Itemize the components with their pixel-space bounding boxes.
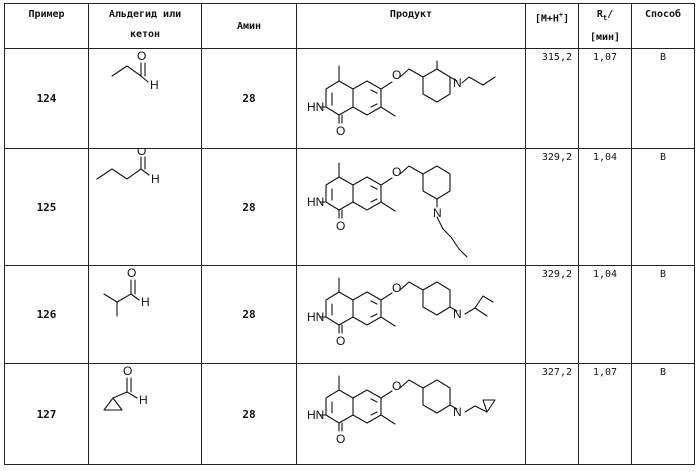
header-rt: Rt/ [мин]	[579, 4, 632, 49]
amine-number: 28	[202, 149, 297, 266]
svg-text:HN: HN	[307, 195, 324, 209]
svg-text:H: H	[151, 172, 160, 186]
svg-text:O: O	[392, 379, 401, 393]
header-mz: [M+H+]	[526, 4, 579, 49]
svg-text:HN: HN	[307, 310, 324, 324]
svg-text:O: O	[392, 281, 401, 295]
retention-time: 1,04	[579, 149, 632, 266]
isobutyraldehyde-structure: O H	[89, 266, 201, 362]
product-structure-127: O N HN O	[297, 364, 525, 463]
svg-text:HN: HN	[307, 408, 324, 422]
svg-text:H: H	[150, 78, 159, 92]
table-row: 124 O H 28 O N HN O 315,2 1,07	[5, 49, 695, 149]
propanal-structure: O H	[89, 49, 201, 147]
mass-value: 315,2	[526, 49, 579, 149]
svg-text:H: H	[139, 393, 148, 407]
svg-text:O: O	[392, 165, 401, 179]
svg-text:O: O	[123, 364, 132, 378]
svg-text:O: O	[137, 149, 146, 158]
product-structure: O N HN O	[297, 266, 526, 364]
example-number: 125	[5, 149, 89, 266]
header-aldehyde: Альдегид иликетон	[89, 4, 202, 49]
method-code: B	[632, 266, 695, 364]
product-structure: O N HN O	[297, 364, 526, 465]
svg-text:O: O	[336, 432, 345, 446]
svg-text:H: H	[141, 295, 150, 309]
header-method: Способ	[632, 4, 695, 49]
svg-text:O: O	[336, 334, 345, 348]
example-number: 127	[5, 364, 89, 465]
product-structure-124: O N HN O	[297, 49, 525, 147]
product-structure-126: O N HN O	[297, 266, 525, 362]
product-structure: O N HN O	[297, 149, 526, 266]
amine-number: 28	[202, 49, 297, 149]
method-code: B	[632, 364, 695, 465]
compound-table: Пример Альдегид иликетон Амин Продукт [M…	[4, 3, 695, 465]
method-code: B	[632, 149, 695, 266]
retention-time: 1,04	[579, 266, 632, 364]
svg-text:N: N	[453, 405, 462, 419]
svg-text:O: O	[127, 266, 136, 280]
svg-text:N: N	[433, 206, 442, 220]
svg-text:O: O	[392, 68, 401, 82]
svg-text:O: O	[336, 219, 345, 233]
cyclopropanecarbaldehyde-structure: O H	[89, 364, 201, 463]
header-amine: Амин	[202, 4, 297, 49]
amine-number: 28	[202, 364, 297, 465]
table-row: 126 O H 28 O N HN O 329,2 1,04	[5, 266, 695, 364]
svg-text:O: O	[336, 124, 345, 138]
retention-time: 1,07	[579, 49, 632, 149]
reagent-structure: O H	[89, 364, 202, 465]
retention-time: 1,07	[579, 364, 632, 465]
svg-text:O: O	[137, 49, 146, 63]
mass-value: 327,2	[526, 364, 579, 465]
amine-number: 28	[202, 266, 297, 364]
svg-text:N: N	[453, 307, 462, 321]
example-number: 126	[5, 266, 89, 364]
header-product: Продукт	[297, 4, 526, 49]
reagent-structure: O H	[89, 149, 202, 266]
table-row: 125 O H 28 O N HN O 329,2 1,04	[5, 149, 695, 266]
mass-value: 329,2	[526, 266, 579, 364]
svg-text:HN: HN	[307, 100, 324, 114]
mass-value: 329,2	[526, 149, 579, 266]
product-structure: O N HN O	[297, 49, 526, 149]
method-code: B	[632, 49, 695, 149]
reagent-structure: O H	[89, 49, 202, 149]
product-structure-125: O N HN O	[297, 149, 525, 264]
header-example: Пример	[5, 4, 89, 49]
example-number: 124	[5, 49, 89, 149]
reagent-structure: O H	[89, 266, 202, 364]
header-row: Пример Альдегид иликетон Амин Продукт [M…	[5, 4, 695, 49]
table-row: 127 O H 28 O N HN O 327,2 1,07	[5, 364, 695, 465]
butanal-structure: O H	[89, 149, 201, 264]
svg-text:N: N	[453, 76, 462, 90]
